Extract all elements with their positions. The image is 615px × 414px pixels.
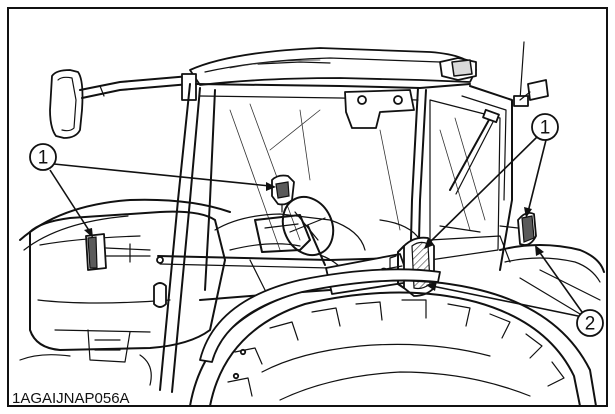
leader-2b: [537, 249, 583, 313]
wiper-arm: [449, 108, 500, 195]
callout-2: 2: [576, 309, 604, 337]
leader-1a-arrowhead: [84, 228, 93, 238]
rear-left-lamp: [85, 233, 151, 271]
rear-fender: [19, 198, 231, 251]
callout-1-right: 1: [531, 113, 559, 141]
leader-1a: [49, 169, 91, 233]
leader-1b: [53, 163, 271, 187]
callout-2-label: 2: [585, 314, 596, 335]
leader-1d-arrowhead: [524, 207, 532, 218]
callout-1-right-label: 1: [540, 118, 551, 139]
left-mirror: [49, 69, 197, 139]
leader-2a: [431, 285, 579, 317]
rear-chassis: [19, 210, 226, 386]
leader-1c-arrowhead: [424, 238, 434, 249]
right-mirror: [519, 79, 549, 101]
figure-code: 1AGAIJNAP056A: [12, 390, 130, 407]
callout-1-left-label: 1: [38, 148, 49, 169]
figure-frame: [7, 7, 608, 407]
cab-roof: [189, 47, 477, 86]
right-fender: [499, 244, 605, 321]
leader-2b-arrowhead: [535, 245, 544, 256]
door-handle: [153, 282, 167, 308]
antenna: [513, 41, 529, 107]
roof-work-light: [439, 57, 477, 81]
leader-2a-arrowhead: [426, 281, 437, 291]
leader-1b-arrowhead: [266, 182, 276, 191]
rear-right-lamp: [499, 211, 537, 246]
interior-cab-lamp: [271, 174, 295, 213]
callout-1-left: 1: [29, 143, 57, 171]
rear-tire: [189, 268, 597, 407]
leader-lines: [49, 135, 583, 317]
leader-1c: [427, 135, 539, 245]
leader-1d: [527, 139, 547, 213]
cab-interior: [214, 195, 511, 301]
